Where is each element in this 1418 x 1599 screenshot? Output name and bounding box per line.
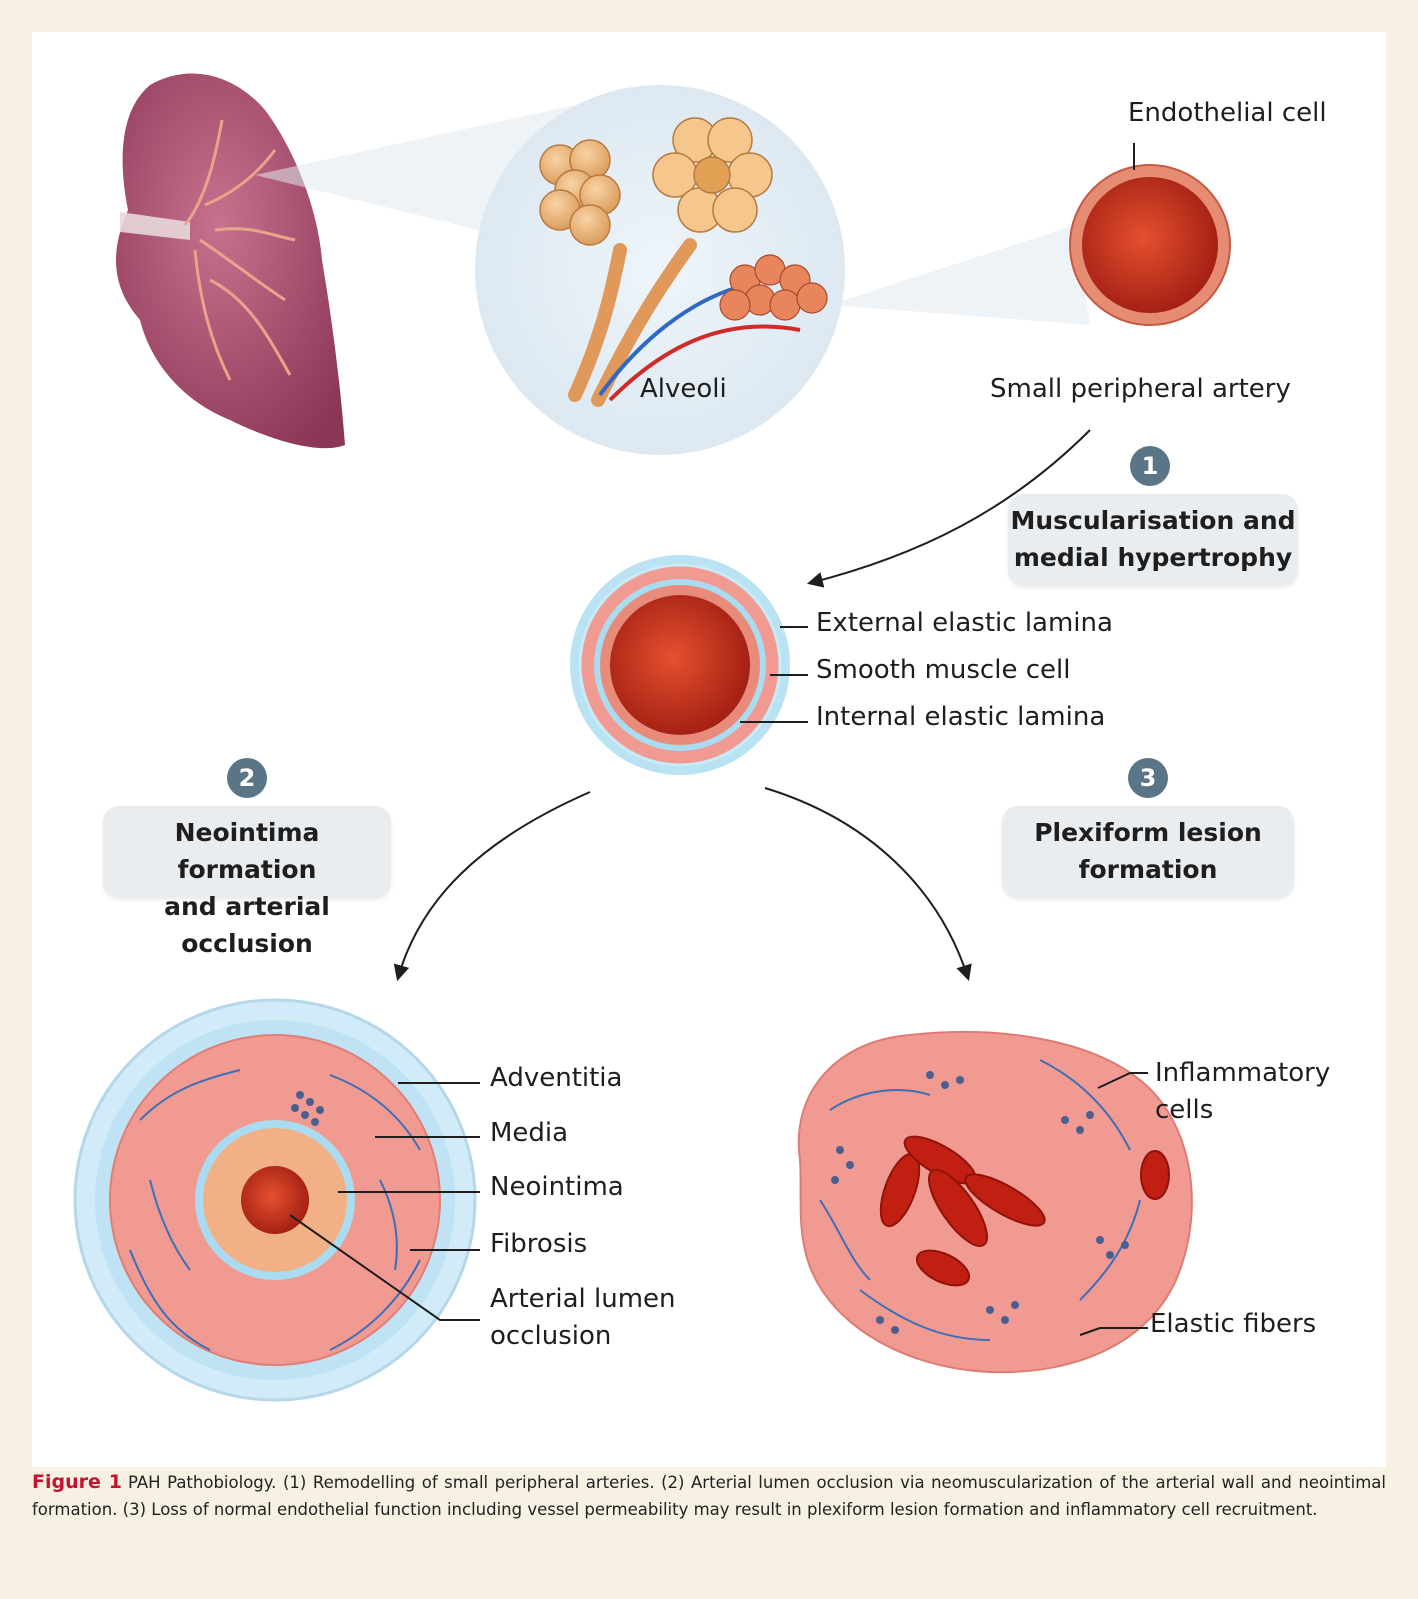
step-3-box: Plexiform lesion formation: [1002, 806, 1294, 898]
step-1-line2: medial hypertrophy: [1008, 539, 1298, 576]
step-2-line1: Neointima formation: [103, 814, 391, 888]
label-adventitia: Adventitia: [490, 1063, 622, 1093]
label-arterial-lumen-line1: Arterial lumen: [490, 1284, 676, 1314]
step-1-badge: 1: [1130, 446, 1170, 486]
step-1-box: Muscularisation and medial hypertrophy: [1008, 494, 1298, 586]
step-3-line2: formation: [1002, 851, 1294, 888]
lung: [116, 73, 345, 448]
caption-text: PAH Pathobiology. (1) Remodelling of sma…: [32, 1473, 1386, 1519]
occluded-artery: [75, 1000, 480, 1400]
arrow-step-2: [398, 792, 590, 978]
step-2-badge: 2: [227, 758, 267, 798]
label-small-peripheral-artery: Small peripheral artery: [990, 374, 1291, 404]
zoom-projection-2: [830, 225, 1090, 325]
label-endothelial-cell: Endothelial cell: [1128, 98, 1327, 128]
plexiform-lesion: [799, 1032, 1192, 1372]
arrow-step-3: [765, 788, 968, 978]
label-elastic-fibers: Elastic fibers: [1150, 1309, 1316, 1339]
label-inflammatory-line2: cells: [1155, 1095, 1213, 1125]
step-1-line1: Muscularisation and: [1008, 502, 1298, 539]
label-neointima: Neointima: [490, 1172, 624, 1202]
label-media: Media: [490, 1118, 568, 1148]
figure-label: Figure 1: [32, 1471, 122, 1493]
label-external-elastic-lamina: External elastic lamina: [816, 608, 1113, 638]
step-3-line1: Plexiform lesion: [1002, 814, 1294, 851]
label-inflammatory-line1: Inflammatory: [1155, 1058, 1330, 1088]
label-internal-elastic-lamina: Internal elastic lamina: [816, 702, 1105, 732]
muscularised-artery: [570, 555, 808, 775]
label-smooth-muscle-cell: Smooth muscle cell: [816, 655, 1070, 685]
label-arterial-lumen-line2: occlusion: [490, 1321, 611, 1351]
label-fibrosis: Fibrosis: [490, 1229, 587, 1259]
small-artery-illustration: [1070, 143, 1230, 325]
step-2-line2: and arterial occlusion: [103, 888, 391, 962]
step-2-box: Neointima formation and arterial occlusi…: [103, 806, 391, 898]
label-alveoli: Alveoli: [640, 374, 727, 404]
step-3-badge: 3: [1128, 758, 1168, 798]
